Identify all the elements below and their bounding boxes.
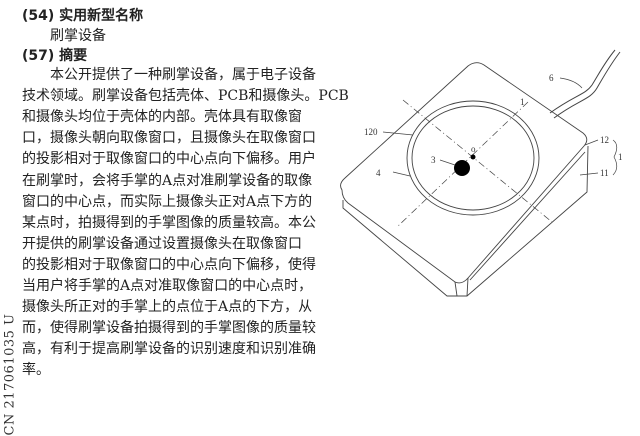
- label-top-shell: 12: [600, 135, 609, 145]
- cable: [549, 49, 616, 114]
- abstract-line: 高，有利于提高刷掌设备的识别速度和识别准确: [22, 341, 316, 358]
- abstract-line: 口，摄像头朝向取像窗口，且摄像头在取像窗口: [22, 130, 316, 147]
- label-ring: 4: [376, 168, 381, 178]
- abstract-line: 和摄像头均位于壳体的内部。壳体具有取像窗: [22, 109, 302, 126]
- abstract-line: 摄像头所正对的手掌上的点位于A点的下方，从: [22, 299, 313, 316]
- device-top-face: [340, 62, 588, 284]
- abstract-line: 窗口的中心点，而实际上摄像头正对A点下方的: [22, 193, 313, 210]
- label-center: o: [471, 144, 476, 154]
- abstract-heading: (57) 摘要: [22, 48, 88, 64]
- abstract-line: 的投影相对于取像窗口的中心点向下偏移。用户: [22, 151, 316, 168]
- abstract-line: 率。: [22, 362, 50, 379]
- abstract-line: 某点时，拍摄得到的手掌图像的质量较高。本公: [22, 214, 316, 231]
- abstract-line: 在刷掌时，会将手掌的A点对准刷掌设备的取像: [22, 172, 313, 189]
- label-camera: 3: [431, 155, 436, 165]
- label-bottom-shell: 11: [600, 168, 609, 178]
- capture-window: [411, 105, 535, 211]
- label-axis: 1: [520, 97, 525, 107]
- label-device: 1: [618, 152, 623, 162]
- capture-window-ring: [406, 100, 540, 216]
- label-window: 120: [364, 127, 378, 137]
- abstract-line: 的投影相对于取像窗口的中心点向下偏移，使得: [22, 256, 316, 273]
- abstract-line: 当用户将手掌的A点对准取像窗口的中心点时，: [22, 278, 313, 294]
- abstract-line: 开提供的刷掌设备通过设置摄像头在取像窗口: [22, 235, 302, 252]
- center-point: [470, 154, 476, 160]
- abstract-line: 技术领域。刷掌设备包括壳体、PCB和摄像头。PCB: [22, 88, 349, 105]
- cable: [553, 51, 621, 119]
- camera: [454, 160, 470, 176]
- abstract-line: 而，使得刷掌设备拍摄得到的手掌图像的质量较: [22, 320, 316, 337]
- label-cable: 6: [549, 73, 554, 83]
- title-section-heading: (54) 实用新型名称: [22, 8, 144, 24]
- abstract-line: 本公开提供了一种刷掌设备，属于电子设备: [50, 67, 316, 83]
- utility-model-name: 刷掌设备: [50, 28, 106, 44]
